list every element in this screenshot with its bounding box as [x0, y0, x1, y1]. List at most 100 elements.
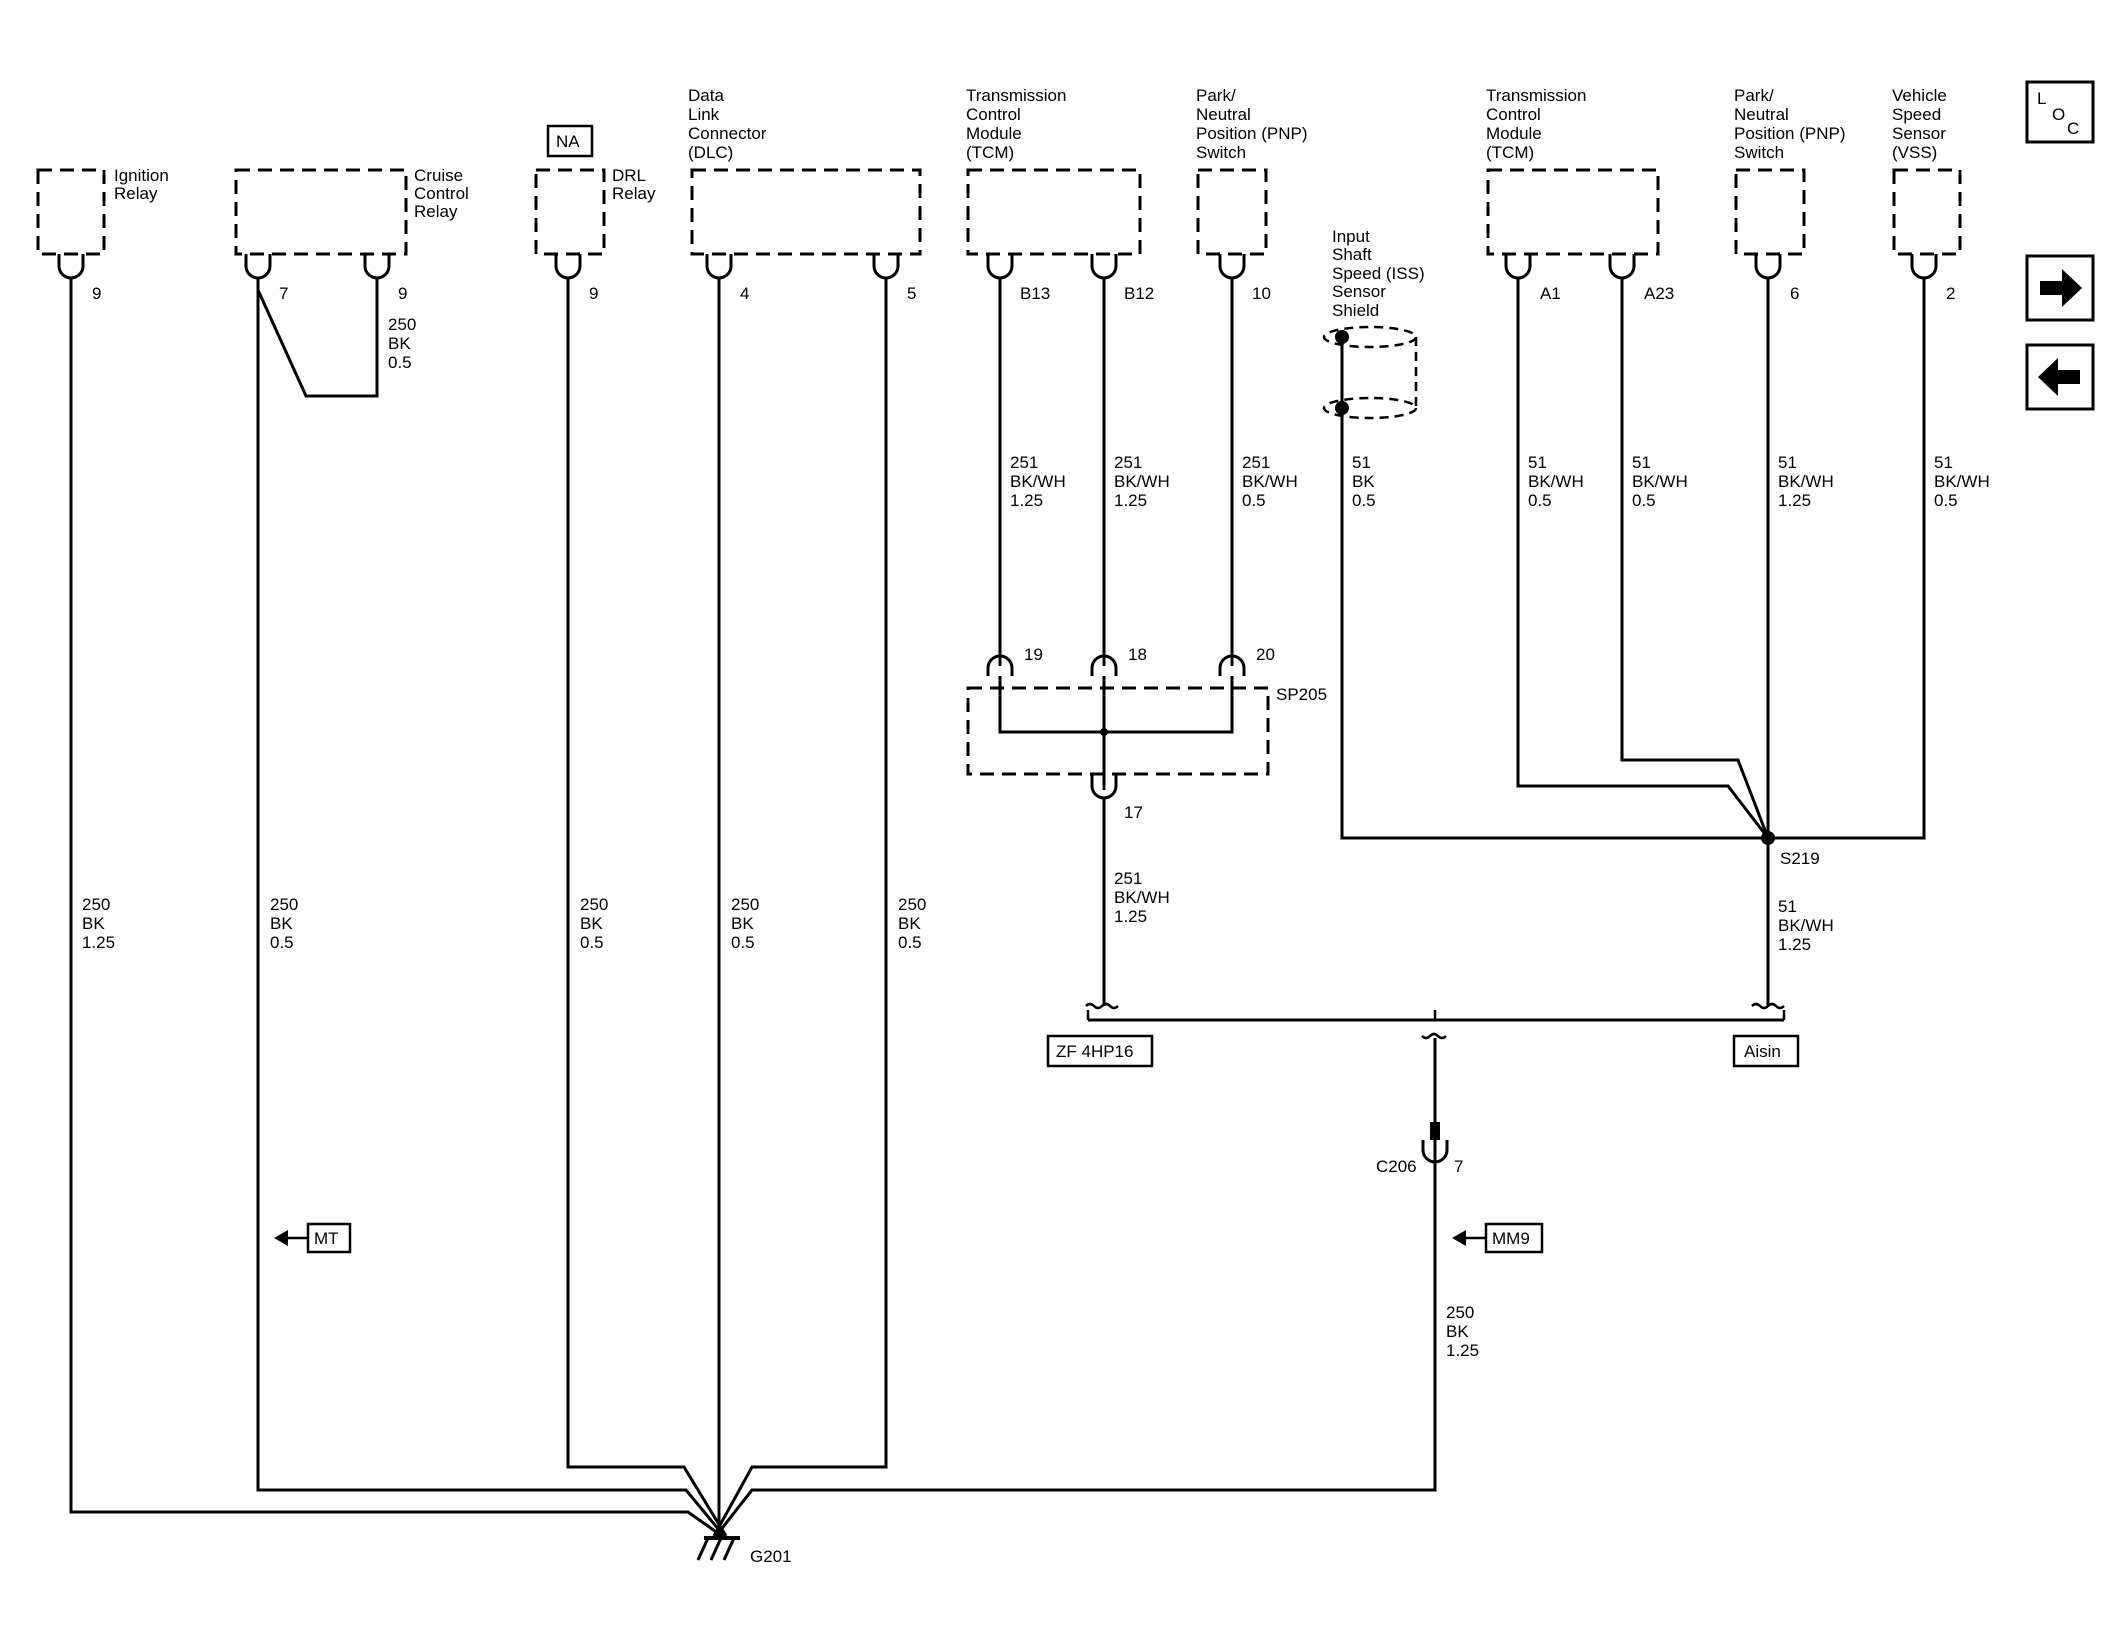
svg-text:250: 250: [731, 895, 759, 914]
svg-text:BK/WH: BK/WH: [1778, 472, 1834, 491]
wire-label-drl: 250 BK 0.5: [580, 895, 608, 952]
location-button[interactable]: L O C: [2025, 80, 2095, 144]
svg-text:7: 7: [1454, 1157, 1463, 1176]
svg-text:BK: BK: [82, 914, 105, 933]
svg-text:BK/WH: BK/WH: [1010, 472, 1066, 491]
svg-text:BK: BK: [898, 914, 921, 933]
svg-text:1.25: 1.25: [1010, 491, 1043, 510]
svg-text:0.5: 0.5: [1632, 491, 1656, 510]
svg-text:BK: BK: [731, 914, 754, 933]
wire-label-a23: 51 BK/WH 0.5: [1632, 453, 1688, 510]
pnp-switch-right: Park/ Neutral Position (PNP) Switch: [1734, 86, 1845, 256]
svg-text:Switch: Switch: [1734, 143, 1784, 162]
svg-text:BK: BK: [270, 914, 293, 933]
svg-text:Aisin: Aisin: [1744, 1042, 1781, 1061]
pin-ignition: 9: [92, 284, 101, 303]
right-wires: S219: [1340, 278, 1926, 1006]
svg-text:0.5: 0.5: [1352, 491, 1376, 510]
svg-text:Park/: Park/: [1734, 86, 1774, 105]
svg-text:1.25: 1.25: [1778, 935, 1811, 954]
svg-text:0.5: 0.5: [1528, 491, 1552, 510]
svg-text:Shield: Shield: [1332, 301, 1379, 320]
wire-label-pnp-right: 51 BK/WH 1.25: [1778, 453, 1834, 510]
tcm-left-wires: [998, 278, 1234, 666]
pin-tcm-b12: B12: [1124, 284, 1154, 303]
svg-text:0.5: 0.5: [388, 353, 412, 372]
wire-label-vss: 51 BK/WH 0.5: [1934, 453, 1990, 510]
next-page-button[interactable]: [2025, 254, 2095, 322]
svg-text:Relay: Relay: [114, 184, 158, 203]
svg-text:BK: BK: [580, 914, 603, 933]
svg-text:51: 51: [1632, 453, 1651, 472]
previous-page-button[interactable]: [2025, 343, 2095, 411]
svg-text:0.5: 0.5: [1934, 491, 1958, 510]
svg-text:BK/WH: BK/WH: [1114, 472, 1170, 491]
svg-text:(DLC): (DLC): [688, 143, 733, 162]
svg-text:250: 250: [82, 895, 110, 914]
svg-text:1.25: 1.25: [1114, 907, 1147, 926]
svg-text:Control: Control: [966, 105, 1021, 124]
mm9-option-tag: MM9: [1452, 1222, 1544, 1254]
svg-text:Input: Input: [1332, 227, 1370, 246]
svg-text:C: C: [2067, 119, 2079, 138]
svg-text:Transmission: Transmission: [966, 86, 1066, 105]
wire-label-cruise: 250 BK 0.5: [270, 895, 298, 952]
pin-pnp-left: 10: [1252, 284, 1271, 303]
arrow-right-icon: [2040, 269, 2082, 307]
svg-text:0.5: 0.5: [1242, 491, 1266, 510]
svg-text:Ignition: Ignition: [114, 166, 169, 185]
wire-label-ignition: 250 250 BK 1.25: [82, 895, 115, 952]
svg-text:Position (PNP): Position (PNP): [1196, 124, 1307, 143]
svg-text:250: 250: [270, 895, 298, 914]
wire-label-b13: 251 BK/WH 1.25: [1010, 453, 1066, 510]
svg-text:250: 250: [898, 895, 926, 914]
svg-text:Connector: Connector: [688, 124, 767, 143]
svg-text:BK/WH: BK/WH: [1242, 472, 1298, 491]
wire-label-dlc-4: 250 BK 0.5: [731, 895, 759, 952]
ground-g201: G201: [696, 1536, 792, 1566]
svg-text:250: 250: [1446, 1303, 1474, 1322]
svg-text:Transmission: Transmission: [1486, 86, 1586, 105]
wire-label-cruise-jumper: 250 BK 0.5: [388, 315, 416, 372]
svg-text:51: 51: [1934, 453, 1953, 472]
cruise-control-relay: Cruise Control Relay: [234, 166, 469, 256]
splice-pack-sp205: 19 18 20 SP205 17: [966, 645, 1327, 822]
wire-label-pnp-left: 251 BK/WH 0.5: [1242, 453, 1298, 510]
svg-text:BK: BK: [388, 334, 411, 353]
svg-text:Vehicle: Vehicle: [1892, 86, 1947, 105]
svg-text:51: 51: [1778, 453, 1797, 472]
svg-text:1.25: 1.25: [1778, 491, 1811, 510]
svg-text:O: O: [2052, 105, 2065, 124]
svg-text:0.5: 0.5: [580, 933, 604, 952]
mt-option-tag: MT: [274, 1222, 352, 1254]
wire-label-s219-out: 51 BK/WH 1.25: [1778, 897, 1834, 954]
svg-text:251: 251: [1010, 453, 1038, 472]
svg-text:Position (PNP): Position (PNP): [1734, 124, 1845, 143]
wire-label-sp205-out: 251 BK/WH 1.25: [1114, 869, 1170, 926]
pin-dlc-4: 4: [740, 284, 749, 303]
pnp-switch-left: Park/ Neutral Position (PNP) Switch: [1196, 86, 1307, 256]
svg-text:Relay: Relay: [612, 184, 656, 203]
wire-label-b12: 251 BK/WH 1.25: [1114, 453, 1170, 510]
svg-text:Shaft: Shaft: [1332, 245, 1372, 264]
svg-text:20: 20: [1256, 645, 1275, 664]
iss-sensor-shield: Input Shaft Speed (ISS) Sensor Shield: [1322, 227, 1425, 420]
svg-text:0.5: 0.5: [270, 933, 294, 952]
svg-text:Sensor: Sensor: [1892, 124, 1946, 143]
svg-text:Sensor: Sensor: [1332, 282, 1386, 301]
svg-text:1.25: 1.25: [1114, 491, 1147, 510]
svg-text:51: 51: [1528, 453, 1547, 472]
pin-drl: 9: [589, 284, 598, 303]
svg-text:51: 51: [1778, 897, 1797, 916]
svg-text:251: 251: [1114, 453, 1142, 472]
svg-text:Data: Data: [688, 86, 724, 105]
pin-vss: 2: [1946, 284, 1955, 303]
svg-text:51: 51: [1352, 453, 1371, 472]
pin-cruise-7: 7: [279, 284, 288, 303]
svg-text:17: 17: [1124, 803, 1143, 822]
svg-text:SP205: SP205: [1276, 685, 1327, 704]
svg-text:S219: S219: [1780, 849, 1820, 868]
svg-text:1.25: 1.25: [82, 933, 115, 952]
svg-text:BK/WH: BK/WH: [1934, 472, 1990, 491]
